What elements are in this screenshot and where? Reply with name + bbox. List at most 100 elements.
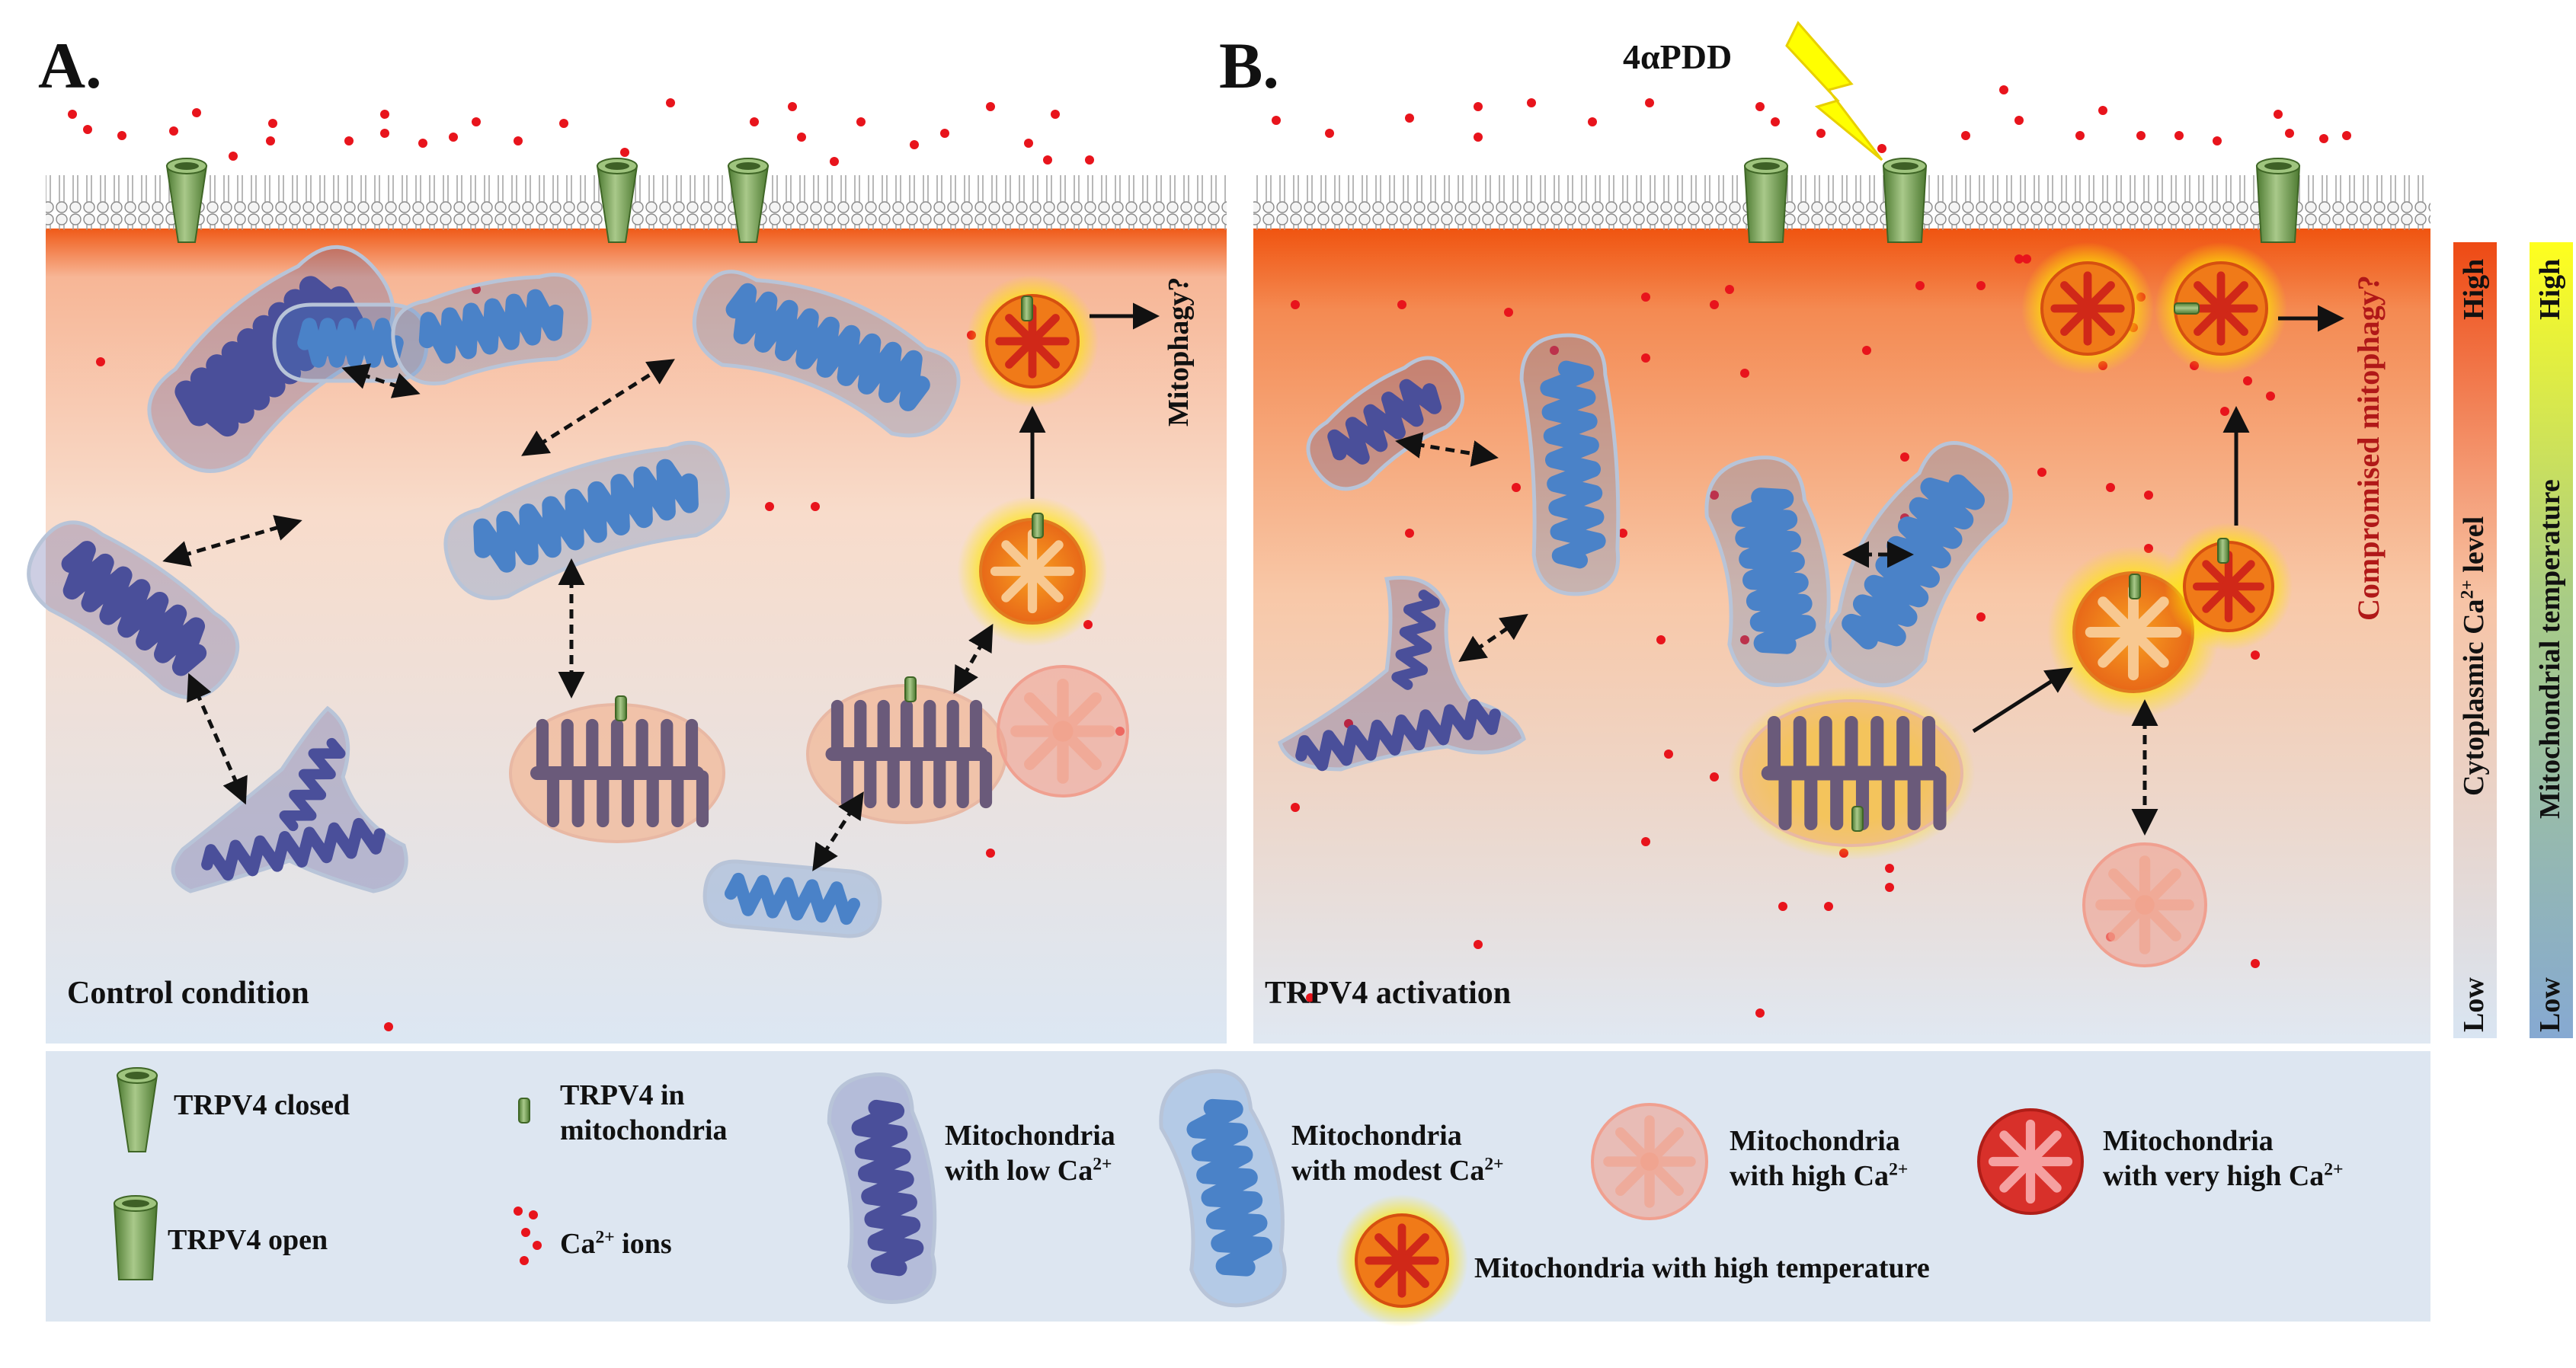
fusion-fission-arrow [1395, 432, 1499, 467]
calcium-ion [266, 136, 275, 145]
calcium-ion [1550, 346, 1559, 355]
calcium-ion [1710, 300, 1719, 309]
calcium-ion [1474, 133, 1483, 142]
calcium-ion [1885, 864, 1894, 873]
calcium-ion [1291, 300, 1300, 309]
legend-modest-ca-line2: with modest Ca2+ [1291, 1153, 1504, 1188]
calcium-ion [192, 108, 201, 117]
legend-modest-ca-line1: Mitochondria [1291, 1120, 1462, 1152]
temperature-scale-high: High [2534, 258, 2566, 320]
calcium-ion [940, 129, 949, 138]
calcium-ion [344, 136, 354, 145]
legend-low-ca-line2-prefix: with low Ca [945, 1155, 1093, 1187]
calcium-ion [96, 357, 105, 366]
trpv4-mito-channel-icon [904, 676, 917, 702]
trpv4-closed-channel-icon [165, 158, 208, 243]
fusion-fission-arrow [1458, 614, 1528, 662]
calcium-ion [1405, 529, 1414, 538]
calcium-ion [449, 133, 458, 142]
mito-modest-ca [443, 440, 730, 600]
calcium-ion [1618, 529, 1627, 538]
calcium-ion [788, 102, 797, 111]
calcium-ion [169, 126, 178, 136]
agonist-label: 4αPDD [1623, 37, 1733, 76]
legend-calcium-ion-icon [521, 1228, 530, 1237]
legend-very-high-ca-line1: Mitochondria [2103, 1125, 2274, 1157]
legend-very-high-ca-line2: with very high Ca2+ [2103, 1159, 2344, 1194]
calcium-ion [2136, 131, 2146, 140]
legend-low-ca-line1: Mitochondria [945, 1120, 1115, 1152]
calcium-ion [1527, 98, 1536, 107]
trpv4-closed-channel-icon [596, 158, 638, 243]
legend-high-ca-line2-prefix: with high Ca [1730, 1160, 1890, 1193]
legend-ca-ions-suffix: ions [614, 1228, 672, 1260]
trpv4-channels [165, 158, 2301, 243]
calcium-ion [1272, 116, 1281, 125]
legend-low-ca-sup: 2+ [1093, 1154, 1112, 1175]
calcium-ion [268, 119, 277, 128]
calcium-ion [620, 148, 629, 157]
calcium-ion [1043, 155, 1052, 165]
trpv4-open-channel-icon [1743, 158, 1789, 243]
calcium-ion [830, 157, 839, 166]
fusion-fission-arrow [187, 673, 248, 805]
legend-low-ca-line2: with low Ca2+ [945, 1153, 1115, 1188]
calcium-ion [797, 133, 806, 142]
legend-trpv4-closed-icon [116, 1067, 158, 1152]
legend-trpv4-mito: TRPV4 in mitochondria [560, 1078, 728, 1149]
trpv4-mito-channel-icon [518, 1098, 530, 1123]
fusion-fission-arrow [162, 515, 302, 567]
calcium-scale-title-prefix: Cytoplasmic Ca [2458, 599, 2490, 796]
panel-a-membrane [46, 175, 1227, 230]
mito-high-ca [997, 665, 1129, 797]
calcium-ion [83, 125, 92, 134]
calcium-ion [1504, 308, 1513, 317]
calcium-ion [559, 119, 568, 128]
legend-ca-ions-prefix: Ca [560, 1228, 596, 1260]
calcium-scale-low: Low [2458, 977, 2490, 1032]
trpv4-mito-channel-icon [2217, 538, 2229, 564]
panel-a-mitophagy-label: Mitophagy? [1163, 276, 1195, 427]
legend-calcium-ion-icon [520, 1256, 529, 1265]
calcium-ion [811, 502, 820, 511]
calcium-ion [856, 117, 866, 126]
legend-trpv4-open-icon [113, 1195, 158, 1280]
calcium-ion [986, 849, 995, 858]
trpv4-open-channel-icon [1882, 158, 1928, 243]
calcium-ion [1641, 837, 1650, 846]
legend-modest-ca-sup: 2+ [1484, 1154, 1504, 1175]
calcium-scale-title-sup: 2+ [2457, 580, 2478, 599]
calcium-ion [384, 1022, 393, 1031]
calcium-ion [1755, 102, 1765, 111]
calcium-ion [1740, 369, 1749, 378]
calcium-ion [1291, 803, 1300, 812]
calcium-ion [2342, 131, 2351, 140]
mito-low-ca-round [509, 703, 725, 843]
mitochondria [27, 242, 2293, 1327]
calcium-ion [1405, 113, 1414, 123]
calcium-ion [1976, 612, 1986, 622]
legend-mito-high-temp-icon [1336, 1194, 1468, 1327]
legend-very-high-ca-line2-prefix: with very high Ca [2103, 1160, 2325, 1193]
legend-modest-ca: Mitochondria with modest Ca2+ [1291, 1118, 1504, 1189]
trpv4-open-channel-icon [2255, 158, 2301, 243]
legend-high-ca-line1: Mitochondria [1730, 1125, 1900, 1157]
panel-b-mitophagy-label: Compromised mitophagy? [2351, 275, 2386, 621]
calcium-ion [418, 139, 427, 148]
mito-very-high-ca [2164, 522, 2293, 651]
calcium-ion [1710, 491, 1719, 500]
fusion-fission-arrow [953, 623, 994, 695]
mito-very-high-ca [2021, 242, 2154, 375]
temperature-scale-low: Low [2534, 977, 2566, 1032]
calcium-ion [986, 102, 995, 111]
fusion-fission-arrow [341, 363, 421, 398]
calcium-ion [1512, 483, 1521, 492]
legend-mito-modest-ca-icon [1159, 1069, 1287, 1308]
calcium-ion [2144, 491, 2153, 500]
legend-very-high-ca: Mitochondria with very high Ca2+ [2103, 1123, 2344, 1194]
progression-arrow [1972, 667, 2073, 734]
calcium-ion [2266, 392, 2275, 401]
calcium-ion [2106, 483, 2115, 492]
legend-high-temp: Mitochondria with high temperature [1474, 1252, 1930, 1284]
